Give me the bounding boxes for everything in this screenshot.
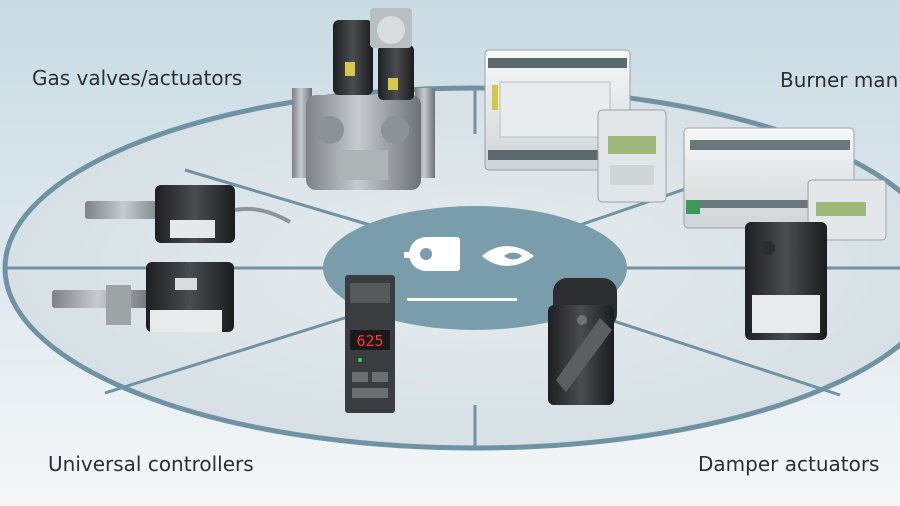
gas-valve-product (292, 8, 435, 190)
label-gas-valves-actuators: Gas valves/actuators (32, 66, 243, 90)
burner-management-product-2 (683, 127, 887, 241)
gas-actuator-product-1 (85, 185, 291, 243)
burner-management-product (484, 49, 667, 203)
label-universal-controllers: Universal controllers (48, 452, 254, 476)
flame-icon (482, 246, 534, 266)
burner-icon (404, 237, 460, 271)
controller-display-text: 625 (356, 332, 383, 350)
hub-divider (407, 298, 517, 301)
gas-actuator-product-2 (52, 262, 234, 332)
label-damper-actuators: Damper actuators (698, 452, 880, 476)
damper-actuator-product-2 (548, 278, 617, 405)
universal-controller-product: 625 (345, 275, 395, 413)
damper-actuator-product-1 (745, 222, 827, 340)
label-burner-management: Burner man (780, 68, 899, 92)
